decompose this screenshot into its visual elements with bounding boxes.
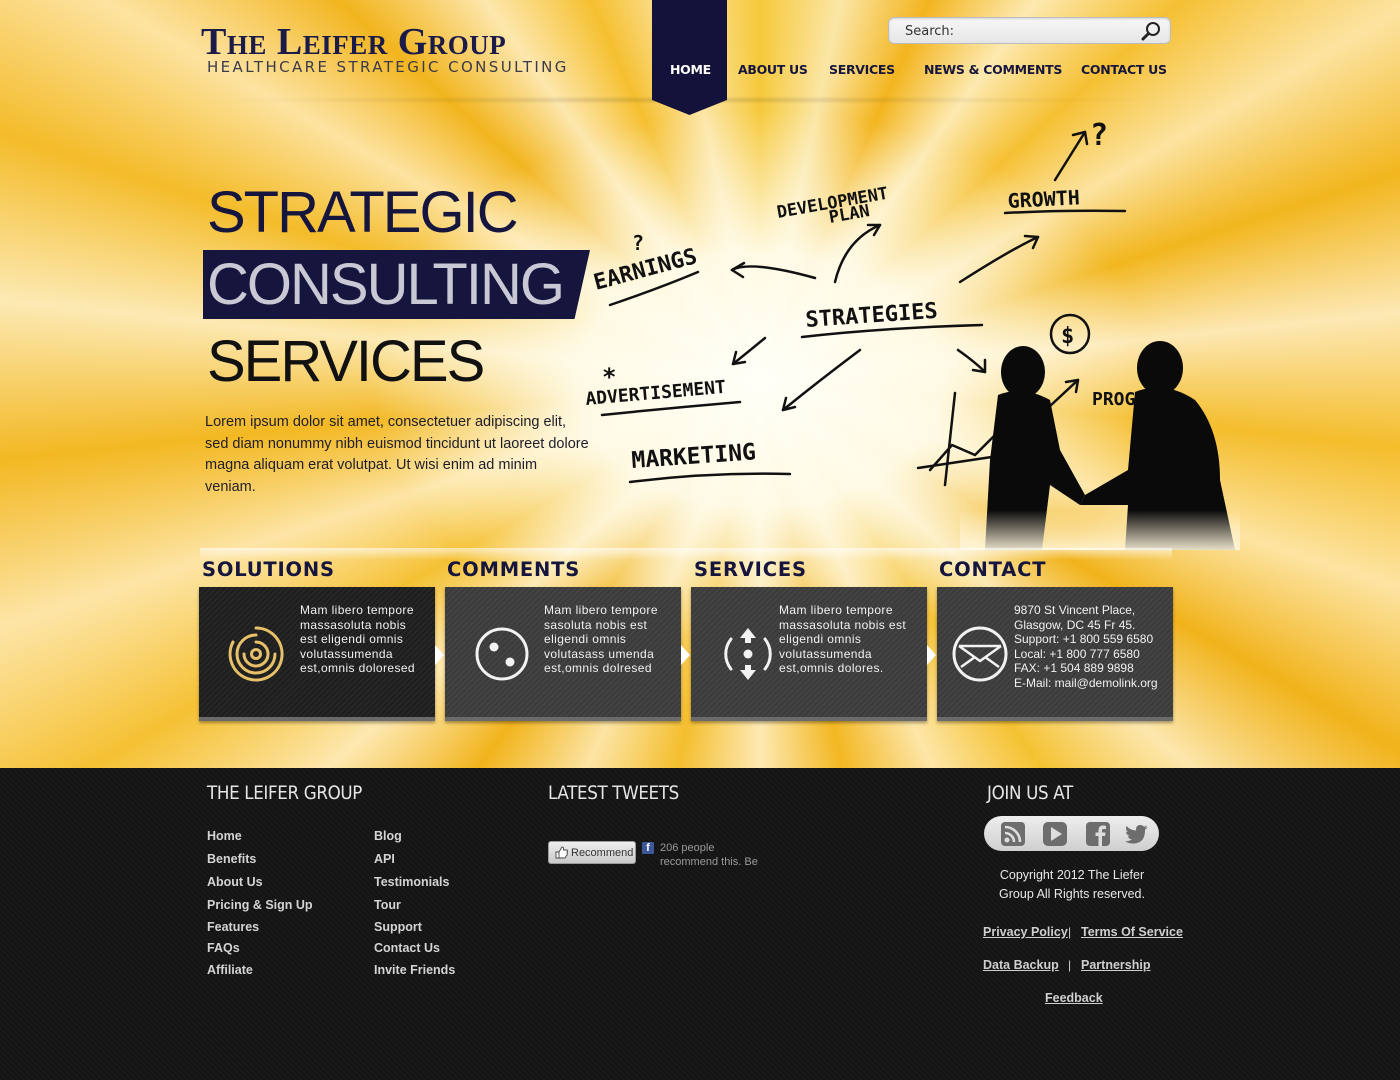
terms-of-service-link[interactable]: Terms Of Service [1081, 925, 1183, 939]
sketch-question-2: ? [632, 231, 644, 255]
sketch-word-growth: GROWTH [1007, 185, 1080, 213]
sketch-word-earnings: EARNINGS [591, 244, 700, 296]
logo[interactable]: The Leifer Group HEALTHCARE STRATEGIC CO… [201, 22, 569, 76]
hero-title-line3: SERVICES [207, 329, 485, 394]
sketch-question-1: ? [1090, 118, 1108, 153]
nav-home[interactable]: HOME [670, 62, 711, 77]
nav-services[interactable]: SERVICES [829, 62, 895, 77]
feature-text-services: Mam libero tempore massasoluta nobis est… [779, 603, 907, 675]
hero-title-line2: CONSULTING [207, 252, 565, 317]
footer-link-benefits[interactable]: Benefits [207, 852, 257, 866]
contact-support-phone: Support: +1 800 559 6580 [1014, 632, 1154, 646]
sketch-word-marketing: MARKETING [631, 439, 757, 474]
nav-news-comments[interactable]: NEWS & COMMENTS [924, 62, 1063, 77]
search-input[interactable] [905, 22, 1130, 40]
partnership-link[interactable]: Partnership [1081, 958, 1151, 972]
facebook-social-icon[interactable] [1085, 821, 1111, 847]
logo-subtitle: HEALTHCARE STRATEGIC CONSULTING [207, 58, 569, 76]
feature-text-comments: Mam libero tempore sasoluta nobis est el… [544, 603, 658, 675]
facebook-recommend-button[interactable]: Recommend [548, 841, 636, 864]
link-separator: | [1068, 925, 1072, 939]
data-backup-link[interactable]: Data Backup [983, 958, 1059, 972]
footer-link-affiliate[interactable]: Affiliate [207, 963, 253, 977]
twitter-icon[interactable] [1124, 821, 1150, 847]
feature-arrow [681, 645, 690, 665]
facebook-icon: f [642, 842, 654, 854]
footer-link-api[interactable]: API [374, 852, 395, 866]
footer-link-blog[interactable]: Blog [374, 829, 402, 843]
search-box [888, 17, 1171, 44]
footer-link-support[interactable]: Support [374, 920, 422, 934]
feature-title-comments: COMMENTS [447, 558, 581, 581]
youtube-icon[interactable] [1042, 821, 1068, 847]
feature-title-contact: CONTACT [939, 558, 1047, 581]
feature-box-services[interactable]: Mam libero tempore massasoluta nobis est… [691, 587, 927, 721]
active-tab-marker [652, 0, 727, 115]
contact-details: 9870 St Vincent Place, Glasgow, DC 45 Fr… [1014, 603, 1169, 690]
feedback-link[interactable]: Feedback [1045, 991, 1103, 1005]
logo-title: The Leifer Group [201, 21, 507, 63]
hero-description: Lorem ipsum dolor sit amet, consectetuer… [205, 414, 589, 495]
footer-link-tour[interactable]: Tour [374, 898, 401, 912]
rss-icon[interactable] [1000, 821, 1026, 847]
footer-link-pricing[interactable]: Pricing & Sign Up [207, 898, 313, 912]
hero-title-line1: STRATEGIC [207, 180, 519, 245]
dots-circle-icon [475, 627, 529, 681]
sketch-dollar: $ [1061, 324, 1074, 349]
strategy-sketch-illustration: DEVELOPMENT PLAN GROWTH EARNINGS STRATEG… [585, 118, 1240, 550]
arrows-icon [724, 628, 772, 680]
footer-link-about-us[interactable]: About Us [207, 875, 263, 889]
contact-email[interactable]: E-Mail: mail@demolink.org [1014, 675, 1158, 690]
footer-link-invite-friends[interactable]: Invite Friends [374, 963, 456, 977]
contact-address-line2: Glasgow, DC 45 Fr 45. [1014, 617, 1136, 632]
footer-link-home[interactable]: Home [207, 829, 242, 843]
search-icon[interactable] [1140, 20, 1162, 42]
features-divider [200, 548, 1172, 560]
contact-fax: FAX: +1 504 889 9898 [1014, 661, 1134, 675]
target-rings-icon [228, 626, 284, 682]
footer-title-tweets: LATEST TWEETS [548, 782, 679, 804]
feature-title-solutions: SOLUTIONS [202, 558, 335, 581]
recommend-count: 206 people recommend this. Be [660, 842, 758, 868]
feature-box-comments[interactable]: Mam libero tempore sasoluta nobis est el… [445, 587, 681, 721]
hero-title-band [203, 250, 590, 319]
recommend-label: Recommend [571, 847, 634, 859]
thumbs-up-icon [555, 846, 568, 859]
feature-text-solutions: Mam libero tempore massasoluta nobis est… [300, 603, 415, 675]
copyright-text: Copyright 2012 The Liefer Group All Righ… [999, 868, 1145, 901]
feature-arrow [927, 645, 936, 665]
footer-title-company: THE LEIFER GROUP [207, 782, 363, 804]
nav-contact-us[interactable]: CONTACT US [1081, 62, 1167, 77]
footer-link-testimonials[interactable]: Testimonials [374, 875, 450, 889]
link-separator: | [1068, 958, 1072, 972]
contact-local-phone: Local: +1 800 777 6580 [1014, 646, 1140, 661]
privacy-policy-link[interactable]: Privacy Policy [983, 925, 1068, 939]
feature-box-contact[interactable]: 9870 St Vincent Place, Glasgow, DC 45 Fr… [937, 587, 1173, 721]
social-links [984, 816, 1159, 851]
feature-box-solutions[interactable]: Mam libero tempore massasoluta nobis est… [199, 587, 435, 721]
contact-address-line1: 9870 St Vincent Place, [1014, 603, 1136, 617]
footer-background [0, 768, 1400, 1080]
feature-title-services: SERVICES [694, 558, 807, 581]
envelope-icon [952, 626, 1008, 682]
footer-link-contact-us[interactable]: Contact Us [374, 941, 440, 955]
sketch-star: * [602, 363, 616, 391]
footer-link-faqs[interactable]: FAQs [207, 941, 240, 955]
nav-about-us[interactable]: ABOUT US [738, 62, 808, 77]
footer-link-features[interactable]: Features [207, 920, 260, 934]
feature-arrow [435, 645, 444, 665]
footer-title-join: JOIN US AT [987, 782, 1073, 804]
